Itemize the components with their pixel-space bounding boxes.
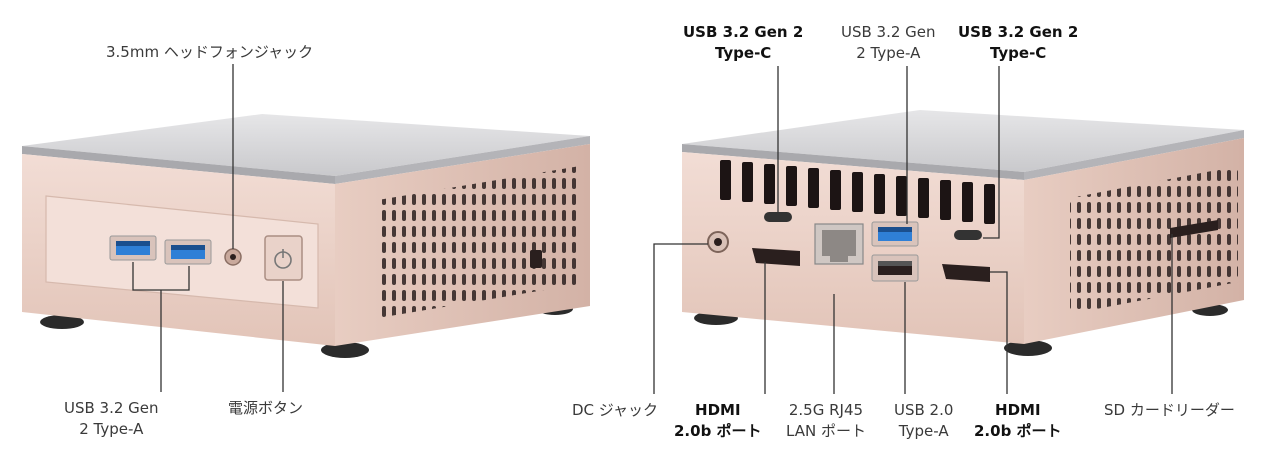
label-usb-a-rear-line2: 2 Type-A xyxy=(856,44,921,62)
usb-port-icon xyxy=(871,254,919,282)
usb-port-icon xyxy=(871,221,919,247)
lan-port-icon xyxy=(814,223,864,265)
label-dc-jack: DC ジャック xyxy=(572,400,658,421)
label-usb-c-left-line1: USB 3.2 Gen 2 xyxy=(683,23,804,41)
label-usb-c-right: USB 3.2 Gen 2 Type-C xyxy=(958,22,1078,64)
label-usb-a-rear: USB 3.2 Gen 2 Type-A xyxy=(841,22,936,64)
label-hdmi-right: HDMI 2.0b ポート xyxy=(974,400,1062,442)
label-front-usb-line2: 2 Type-A xyxy=(79,420,144,438)
hdmi-port-icon xyxy=(752,248,800,266)
label-dc-jack-line1: DC ジャック xyxy=(572,401,659,419)
label-usb-2-line2: Type-A xyxy=(898,422,949,440)
label-sd-card-reader: SD カードリーダー xyxy=(1104,400,1235,421)
label-lan-port: 2.5G RJ45 LAN ポート xyxy=(786,400,866,442)
label-usb-a-rear-line1: USB 3.2 Gen xyxy=(841,23,936,41)
label-usb-c-right-line1: USB 3.2 Gen 2 xyxy=(958,23,1079,41)
label-sd-card-reader-line1: SD カードリーダー xyxy=(1104,401,1235,419)
usb-c-port-icon xyxy=(764,212,792,222)
label-usb-2: USB 2.0 Type-A xyxy=(894,400,953,442)
label-usb-c-left: USB 3.2 Gen 2 Type-C xyxy=(683,22,803,64)
label-lan-port-line1: 2.5G RJ45 xyxy=(788,401,864,419)
label-headphone-jack: 3.5mm ヘッドフォンジャック xyxy=(106,42,313,63)
label-front-usb-line1: USB 3.2 Gen xyxy=(64,399,159,417)
label-hdmi-left: HDMI 2.0b ポート xyxy=(674,400,762,442)
label-hdmi-right-line1: HDMI xyxy=(995,401,1041,419)
label-usb-c-right-line2: Type-C xyxy=(989,44,1047,62)
label-front-usb: USB 3.2 Gen 2 Type-A xyxy=(64,398,159,440)
usb-port-icon xyxy=(109,235,157,261)
hdmi-port-icon xyxy=(942,264,990,282)
label-lan-port-line2: LAN ポート xyxy=(786,422,866,440)
leader-lines xyxy=(132,64,1173,394)
label-hdmi-right-line2: 2.0b ポート xyxy=(974,422,1062,440)
usb-c-port-icon xyxy=(954,230,982,240)
usb-port-icon xyxy=(164,239,212,265)
label-power-button-line1: 電源ボタン xyxy=(228,399,304,417)
front-view-device xyxy=(22,114,590,358)
label-usb-c-left-line2: Type-C xyxy=(714,44,772,62)
sd-slot-icon xyxy=(1170,220,1218,238)
label-hdmi-left-line1: HDMI xyxy=(695,401,741,419)
label-hdmi-left-line2: 2.0b ポート xyxy=(674,422,762,440)
label-headphone-jack-line1: 3.5mm ヘッドフォンジャック xyxy=(106,43,314,61)
label-usb-2-line1: USB 2.0 xyxy=(894,401,954,419)
label-power-button: 電源ボタン xyxy=(228,398,303,419)
rear-view-device xyxy=(682,110,1244,356)
